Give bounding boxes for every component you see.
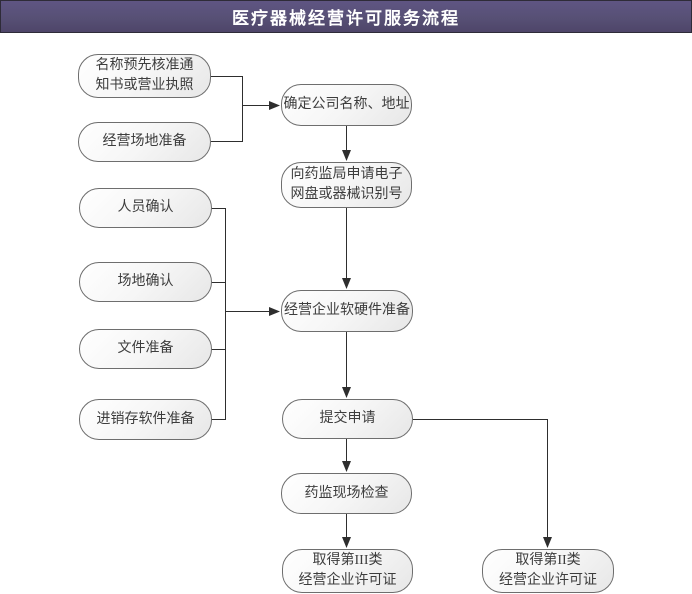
flow-node-apply-device-id: 向药监局申请电子 网盘或器械识别号 [281, 162, 412, 208]
flow-node-site-prep: 经营场地准备 [78, 122, 211, 162]
flow-node-submit-application: 提交申请 [282, 399, 413, 439]
page-title: 医疗器械经营许可服务流程 [232, 9, 460, 28]
flow-node-onsite-inspection: 药监现场检查 [281, 473, 412, 514]
flow-node-pre-approval: 名称预先核准通 知书或营业执照 [78, 54, 211, 98]
flow-node-personnel-confirm: 人员确认 [79, 188, 212, 228]
flow-node-company-name-address: 确定公司名称、地址 [281, 84, 412, 126]
flow-node-document-prep: 文件准备 [79, 329, 212, 369]
flow-node-license-class-iii: 取得第III类 经营企业许可证 [282, 549, 413, 593]
flowchart-header: 医疗器械经营许可服务流程 [0, 0, 692, 33]
flow-node-license-class-ii: 取得第II类 经营企业许可证 [482, 549, 614, 593]
flow-node-hw-sw-prep: 经营企业软硬件准备 [281, 290, 413, 332]
flow-node-site-confirm: 场地确认 [79, 262, 212, 302]
flow-node-inventory-software-prep: 进销存软件准备 [79, 399, 212, 440]
